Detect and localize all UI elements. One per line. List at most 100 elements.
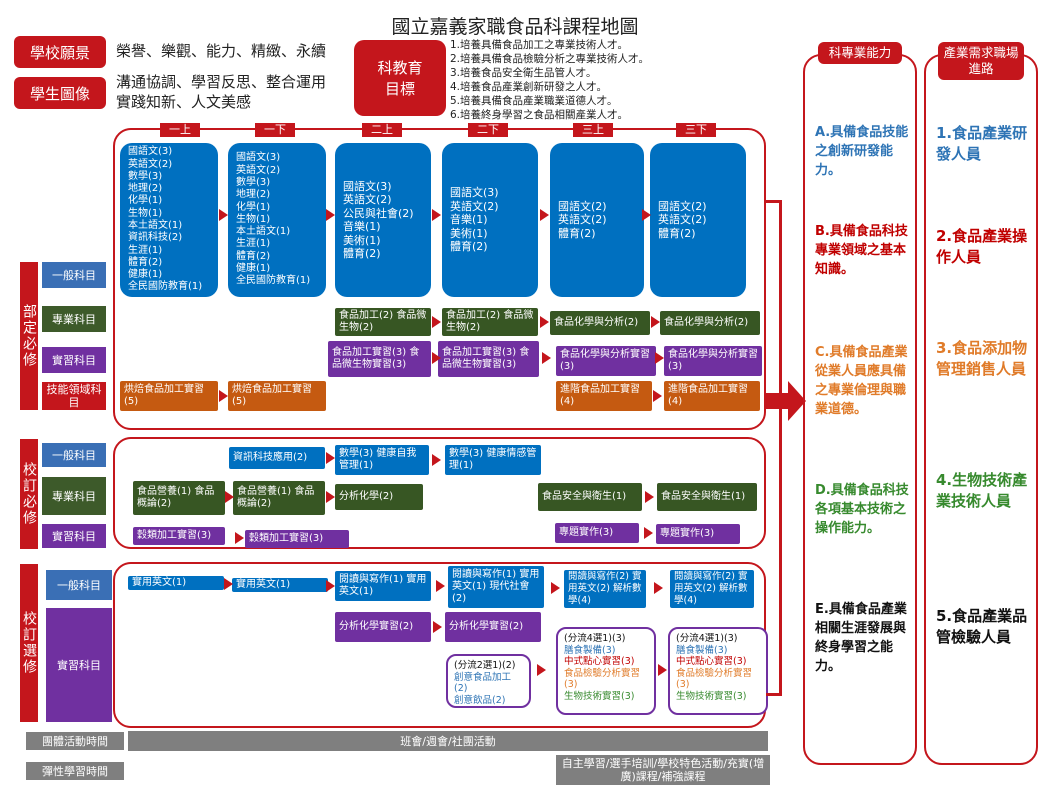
elective-head: (分流4選1)(3) xyxy=(564,633,626,644)
s2-prac-g6: 專題實作(3) xyxy=(656,524,740,544)
s2-general-g4: 數學(3) 健康情感管理(1) xyxy=(445,445,541,475)
course-item: 資訊科技(2) xyxy=(128,232,183,244)
course-item: 英語文(2) xyxy=(343,193,392,206)
arrow-icon xyxy=(219,390,228,402)
course-item: 全民國防教育(1) xyxy=(128,281,203,293)
elective-item: 創意飲品(2) xyxy=(454,694,506,706)
course-item: 化學(1) xyxy=(128,195,163,207)
big-arrow-icon xyxy=(788,381,806,421)
student-text-line2: 實踐知新、人文美感 xyxy=(116,93,252,111)
s3-general-g6: 閱讀與寫作(2) 實用英文(2) 解析數學(4) xyxy=(670,570,754,608)
s2-pro-g5: 食品安全與衛生(1) xyxy=(538,483,642,511)
course-item: 生物(1) xyxy=(128,207,163,219)
arrow-icon xyxy=(224,578,233,590)
s3-elective-g6: (分流4選1)(3) 膳食製備(3) 中式點心實習(3) 食品檢驗分析實習(3)… xyxy=(668,627,768,715)
arrow-icon xyxy=(432,316,441,328)
course-item: 本土語文(1) xyxy=(128,220,183,231)
ability-item: A.具備食品技能之創新研發能力。 xyxy=(815,125,909,178)
student-text-line1: 溝通協調、學習反思、整合運用 xyxy=(116,73,327,91)
s2-prac-g2: 穀類加工實習(3) xyxy=(245,530,349,548)
arrow-icon xyxy=(537,664,546,676)
s1-general-g2: 國語文(3) 英語文(2) 數學(3) 地理(2) 化學(1) 生物(1) 本土… xyxy=(228,143,326,297)
section3-label: 校訂選修 xyxy=(20,564,38,722)
arrow-icon xyxy=(540,209,549,221)
course-item: 國語文(3) xyxy=(450,186,499,200)
cat-prac: 實習科目 xyxy=(42,524,106,548)
elective-item: 食品檢驗分析實習(3) xyxy=(564,667,641,691)
grade-tab: 三下 xyxy=(676,123,716,137)
s1-pro-g4: 食品加工(2) 食品微生物(2) xyxy=(442,308,538,336)
arrow-icon xyxy=(433,621,442,633)
course-item: 英語文(2) xyxy=(128,158,173,170)
course-item: 體育(2) xyxy=(658,226,696,240)
ability-item: D.具備食品科技各項基本技術之操作能力。 xyxy=(815,483,909,536)
arrow-icon xyxy=(655,352,664,364)
arrow-icon xyxy=(654,582,663,594)
vision-label: 學校願景 xyxy=(14,36,106,68)
section1-label: 部定必修 xyxy=(20,262,38,410)
arrow-icon xyxy=(645,491,654,503)
careers-header: 產業需求職場進路 xyxy=(938,42,1024,80)
cat-pro: 專業科目 xyxy=(42,306,106,332)
edu-goal-label-line1: 科教育 xyxy=(377,59,423,77)
course-item: 數學(3) xyxy=(236,176,271,188)
s3-elective-g4: (分流2選1)(2) 創意食品加工(2) 創意飲品(2) xyxy=(446,654,531,708)
course-item: 英語文(2) xyxy=(558,213,607,227)
s1-prac-g5: 食品化學與分析實習(3) xyxy=(556,346,656,376)
ability-item: B.具備食品科技專業領域之基本知識。 xyxy=(815,224,908,277)
arrow-icon xyxy=(540,316,549,328)
arrow-icon xyxy=(326,491,335,503)
course-item: 生涯(1) xyxy=(236,238,271,250)
goal-item: 4.培養食品產業創新研發之人才。 xyxy=(450,81,608,93)
s1-pro-g3: 食品加工(2) 食品微生物(2) xyxy=(335,308,431,336)
group-time-label: 團體活動時間 xyxy=(26,732,124,750)
grade-tab: 一上 xyxy=(160,123,200,137)
arrow-icon xyxy=(653,390,662,402)
s1-skill-g2: 烘焙食品加工實習(5) xyxy=(228,381,326,411)
page-title: 國立嘉義家職食品科課程地圖 xyxy=(391,16,639,38)
course-item: 體育(2) xyxy=(343,247,381,260)
s1-pro-g5: 食品化學與分析(2) xyxy=(550,311,650,335)
course-item: 生物(1) xyxy=(236,213,271,225)
student-text: 溝通協調、學習反思、整合運用 實踐知新、人文美感 xyxy=(116,72,356,112)
s3-general-g2: 實用英文(1) xyxy=(232,578,328,592)
arrow-icon xyxy=(432,454,441,466)
student-label: 學生圖像 xyxy=(14,77,106,109)
ability-item: C.具備食品產業從業人員應具備之專業倫理與職業道德。 xyxy=(815,345,908,417)
s3-prac-g4: 分析化學實習(2) xyxy=(445,612,541,642)
section2-label: 校訂必修 xyxy=(20,439,38,549)
course-item: 體育(2) xyxy=(128,256,163,268)
course-item: 公民與社會(2) xyxy=(343,206,414,220)
s2-pro-g2: 食品營養(1) 食品概論(2) xyxy=(233,481,325,515)
s1-general-g3: 國語文(3) 英語文(2) 公民與社會(2) 音樂(1) 美術(1) 體育(2) xyxy=(335,143,431,297)
course-item: 化學(1) xyxy=(236,201,271,213)
s1-general-g5: 國語文(2) 英語文(2) 體育(2) xyxy=(550,143,644,297)
s2-pro-g6: 食品安全與衛生(1) xyxy=(657,483,757,511)
arrow-icon xyxy=(644,527,653,539)
s1-skill-g6: 進階食品加工實習(4) xyxy=(664,381,760,411)
grade-tab: 二下 xyxy=(468,123,508,137)
s1-general-g6: 國語文(2) 英語文(2) 體育(2) xyxy=(650,143,746,297)
goal-item: 5.培養具備食品產業職業道德人才。 xyxy=(450,95,618,107)
course-item: 生涯(1) xyxy=(128,244,163,256)
ability-item: E.具備食品產業相關生涯發展與終身學習之能力。 xyxy=(815,602,907,674)
s3-elective-g5: (分流4選1)(3) 膳食製備(3) 中式點心實習(3) 食品檢驗分析實習(3)… xyxy=(556,627,656,715)
s1-prac-g3: 食品加工實習(3) 食品微生物實習(3) xyxy=(328,341,431,377)
cat-pro: 專業科目 xyxy=(42,477,106,515)
elective-item: 生物技術實習(3) xyxy=(676,690,747,702)
s1-prac-g4: 食品加工實習(3) 食品微生物實習(3) xyxy=(438,341,539,377)
arrow-icon xyxy=(651,316,660,328)
course-item: 體育(2) xyxy=(236,250,271,262)
s3-prac-g3: 分析化學實習(2) xyxy=(335,612,431,642)
cat-general: 一般科目 xyxy=(46,570,112,600)
course-item: 國語文(3) xyxy=(343,179,392,193)
abilities-header: 科專業能力 xyxy=(818,42,902,64)
elective-item: 中式點心實習(3) xyxy=(676,656,747,667)
arrow-icon xyxy=(326,580,335,592)
course-item: 體育(2) xyxy=(558,226,596,240)
s2-pro-g1: 食品營養(1) 食品概論(2) xyxy=(133,481,225,515)
course-item: 國語文(3) xyxy=(128,146,173,158)
goal-item: 2.培養具備食品檢驗分析之專業技術人才。 xyxy=(450,53,650,65)
edu-goal-label: 科教育 目標 xyxy=(354,40,446,116)
s2-prac-g5: 專題實作(3) xyxy=(555,523,639,543)
